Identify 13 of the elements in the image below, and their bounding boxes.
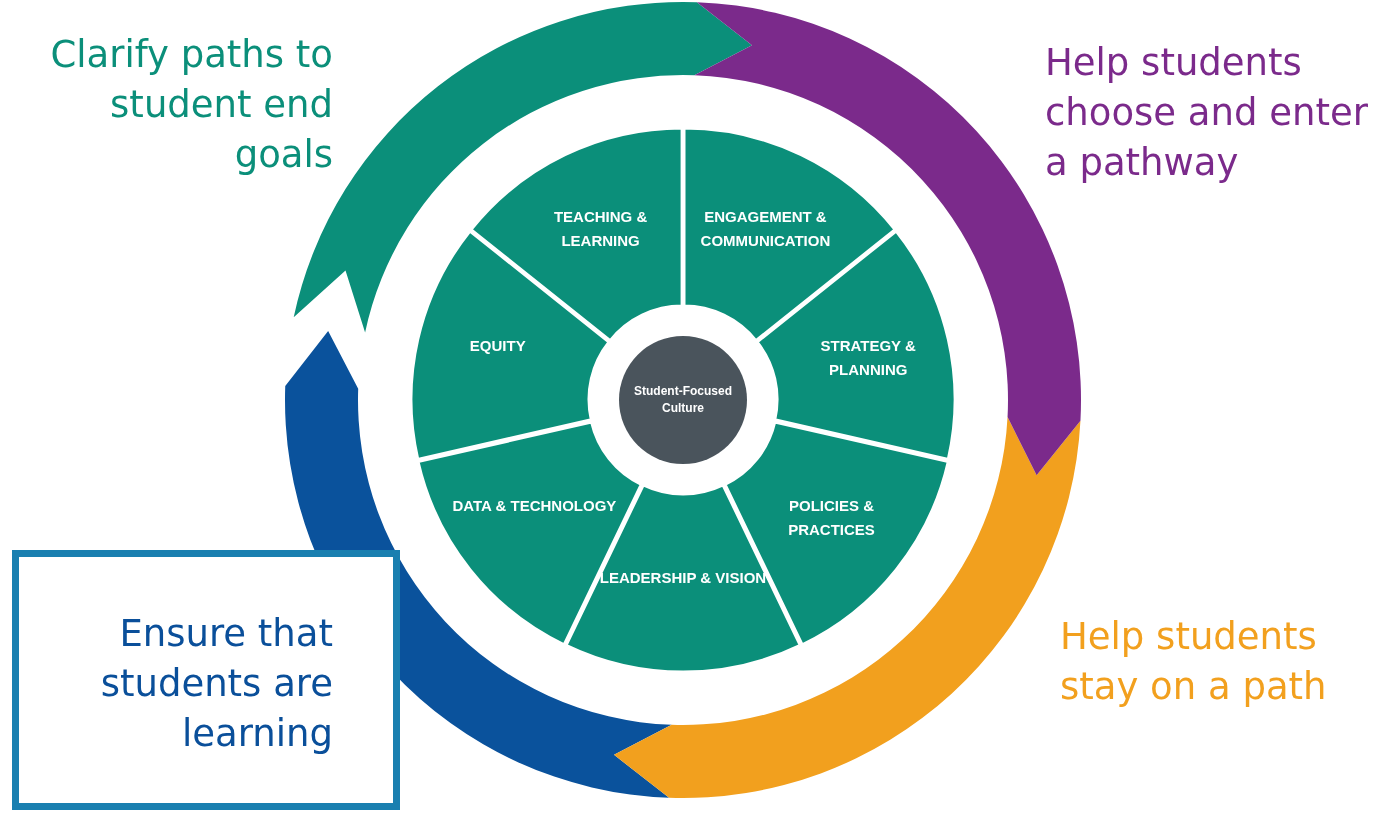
goal-text: Help students stay on a path: [1060, 614, 1328, 710]
goal-text: Help students choose and enter a pathway: [1045, 40, 1369, 186]
segment-label: POLICIES & PRACTICES: [787, 496, 876, 541]
goal-text: Clarify paths to student end goals: [49, 32, 333, 178]
segment-label: TEACHING & LEARNING: [552, 206, 649, 251]
highlight-box: [12, 550, 400, 810]
segment-label: EQUITY: [468, 335, 527, 356]
center-label: Student-Focused Culture: [633, 383, 733, 417]
goal-text: Ensure that students are learning: [99, 611, 333, 757]
segment-label: STRATEGY & PLANNING: [819, 335, 917, 380]
segment-label: LEADERSHIP & VISION: [598, 568, 768, 588]
segment-label: DATA & TECHNOLOGY: [451, 496, 618, 517]
segment-label: ENGAGEMENT & COMMUNICATION: [699, 206, 832, 251]
